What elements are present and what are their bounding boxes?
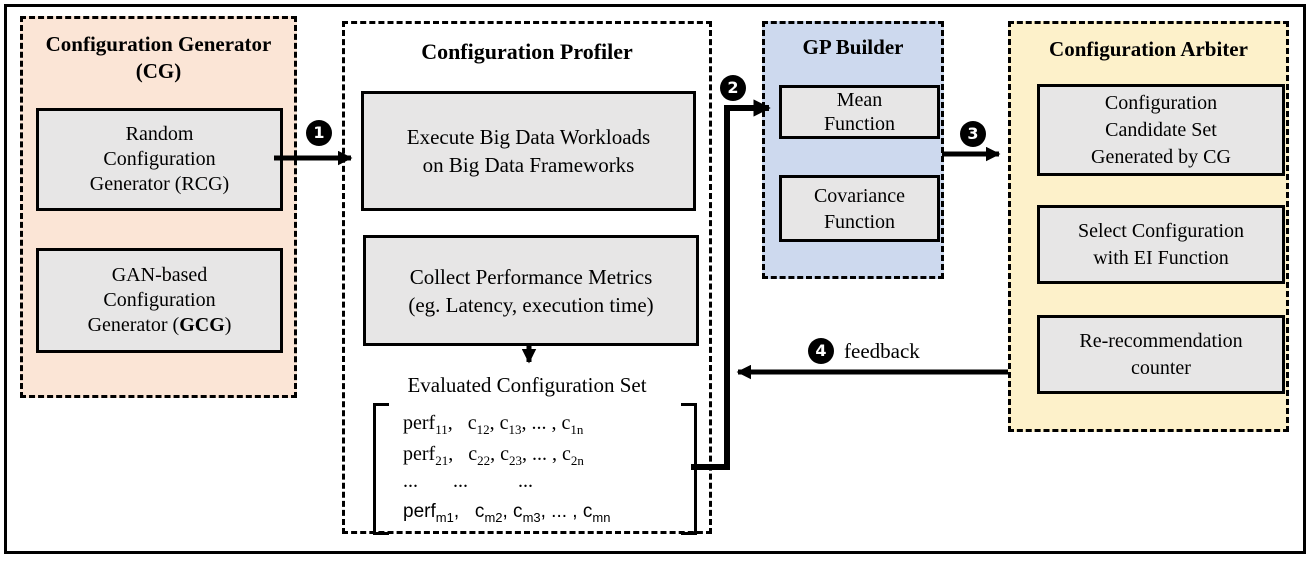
evaluated-configuration-set-label: Evaluated Configuration Set bbox=[407, 373, 647, 397]
covariance-line2: Function bbox=[823, 210, 896, 233]
section-title-gp-builder: GP Builder bbox=[802, 35, 904, 59]
node-candidate-set: Configuration Candidate Set Generated by… bbox=[1037, 84, 1285, 176]
rcg-line1: Random bbox=[125, 123, 194, 145]
node-random-configuration-generator: Random Configuration Generator (RCG) bbox=[36, 108, 283, 211]
matrix-row-ellipsis: ... ... ... bbox=[403, 470, 533, 492]
section-title-profiler: Configuration Profiler bbox=[421, 39, 633, 64]
execute-line1: Execute Big Data Workloads bbox=[406, 125, 651, 149]
section-title-arbiter: Configuration Arbiter bbox=[1049, 37, 1248, 61]
candidate-line1: Configuration bbox=[1104, 91, 1218, 114]
node-covariance-function: Covariance Function bbox=[779, 175, 940, 242]
matrix-row: perf21, c22, c23, ... , c2n bbox=[403, 443, 584, 468]
gcg-line3-post: ) bbox=[224, 314, 232, 336]
execute-line2: on Big Data Frameworks bbox=[422, 153, 635, 177]
step-badge-1: 1 bbox=[306, 120, 332, 146]
matrix-row: perf11, c12, c13, ... , c1n bbox=[403, 412, 584, 437]
node-collect-metrics: Collect Performance Metrics (eg. Latency… bbox=[363, 235, 699, 346]
step-badge-3: 3 bbox=[960, 121, 986, 147]
gcg-line1: GAN-based bbox=[111, 264, 208, 286]
rcg-line2: Configuration bbox=[103, 148, 216, 170]
evaluated-configuration-matrix: perf11, c12, c13, ... , c1n perf21, c22,… bbox=[373, 403, 697, 535]
collect-line2: (eg. Latency, execution time) bbox=[408, 292, 654, 317]
matrix-bracket-right bbox=[681, 403, 697, 535]
matrix-rows: perf11, c12, c13, ... , c1n perf21, c22,… bbox=[403, 408, 610, 527]
mean-line2: Function bbox=[823, 113, 896, 135]
collect-line1: Collect Performance Metrics bbox=[409, 264, 653, 289]
covariance-line1: Covariance bbox=[813, 184, 906, 207]
cg-title-line2: (CG) bbox=[135, 59, 182, 83]
section-configuration-generator: Configuration Generator (CG) Random Conf… bbox=[20, 16, 297, 398]
select-line1: Select Configuration bbox=[1077, 219, 1245, 242]
node-gan-based-configuration-generator: GAN-based Configuration Generator (GCG) bbox=[36, 248, 283, 353]
section-title-cg: Configuration Generator (CG) bbox=[23, 19, 294, 85]
matrix-row: perfm1, cm2, cm3, ... , cmn bbox=[403, 501, 611, 525]
gcg-line3-bold: GCG bbox=[179, 314, 225, 336]
node-rerecommendation-counter: Re-recommendation counter bbox=[1037, 315, 1285, 394]
outer-frame bbox=[4, 4, 1306, 554]
node-execute-workloads: Execute Big Data Workloads on Big Data F… bbox=[361, 91, 696, 211]
select-line2: with EI Function bbox=[1093, 246, 1229, 269]
section-configuration-profiler: Configuration Profiler Execute Big Data … bbox=[342, 21, 712, 535]
rerec-line1: Re-recommendation bbox=[1079, 329, 1243, 352]
candidate-line2: Candidate Set bbox=[1105, 118, 1217, 141]
section-configuration-arbiter: Configuration Arbiter Configuration Cand… bbox=[1008, 21, 1289, 432]
node-select-configuration: Select Configuration with EI Function bbox=[1037, 205, 1285, 284]
section-gp-builder: GP Builder Mean Function Covariance Func… bbox=[762, 21, 944, 279]
rerec-line2: counter bbox=[1131, 356, 1191, 379]
candidate-line3: Generated by CG bbox=[1091, 145, 1231, 168]
step-badge-4: 4 bbox=[808, 338, 834, 364]
rcg-line3: Generator (RCG) bbox=[89, 173, 230, 195]
gcg-line3-pre: Generator ( bbox=[87, 314, 180, 336]
step-badge-2: 2 bbox=[720, 75, 746, 101]
gcg-line3: Generator (GCG) bbox=[88, 313, 232, 338]
mean-line1: Mean bbox=[836, 89, 883, 111]
cg-title-line1: Configuration Generator bbox=[45, 32, 272, 56]
gcg-line2: Configuration bbox=[103, 289, 216, 311]
feedback-label: feedback bbox=[844, 339, 920, 363]
node-mean-function: Mean Function bbox=[779, 85, 940, 139]
matrix-bracket-left bbox=[373, 403, 389, 535]
